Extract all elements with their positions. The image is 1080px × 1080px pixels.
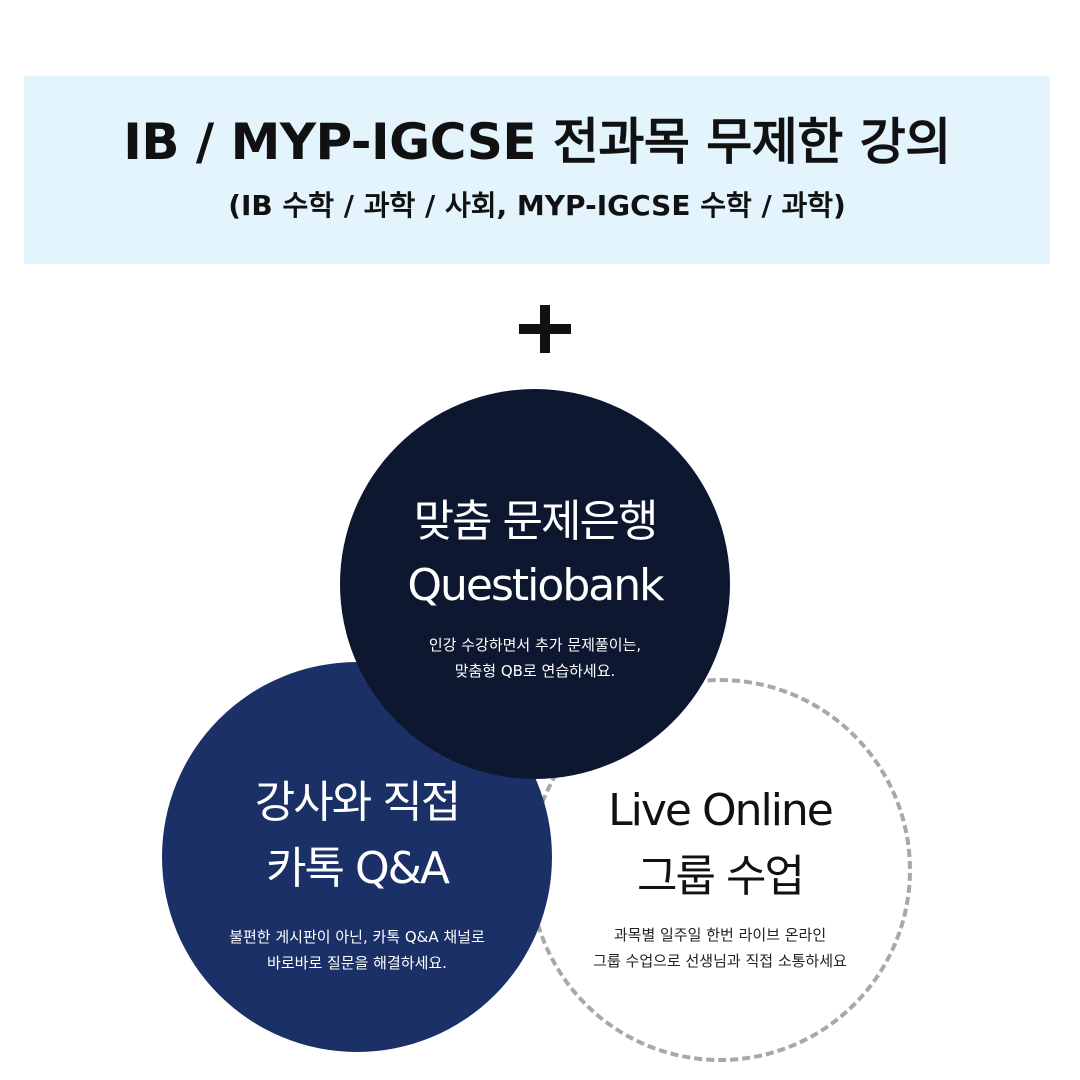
questionbank-desc-line2: 맞춤형 QB로 연습하세요. [454, 662, 616, 680]
questionbank-description: 인강 수강하면서 추가 문제풀이는, 맞춤형 QB로 연습하세요. [340, 632, 730, 684]
kakao-description: 불편한 게시판이 아닌, 카톡 Q&A 채널로 바로바로 질문을 해결하세요. [162, 924, 552, 976]
banner-title: IB / MYP-IGCSE 전과목 무제한 강의 [123, 113, 951, 171]
kakao-title-line2: 카톡 Q&A [266, 843, 450, 894]
feature-circle-live-online: Live Online 그룹 수업 과목별 일주일 한번 라이브 온라인 그룹 … [528, 678, 912, 1062]
live-title-line2: 그룹 수업 [637, 851, 805, 902]
questionbank-desc-line1: 인강 수강하면서 추가 문제풀이는, [428, 636, 642, 654]
title-banner: IB / MYP-IGCSE 전과목 무제한 강의 (IB 수학 / 과학 / … [24, 76, 1050, 264]
kakao-desc-line1: 불편한 게시판이 아닌, 카톡 Q&A 채널로 [229, 928, 485, 946]
questionbank-title-line1: 맞춤 문제은행 [413, 496, 659, 547]
kakao-title-line1: 강사와 직접 [254, 777, 461, 828]
banner-subtitle: (IB 수학 / 과학 / 사회, MYP-IGCSE 수학 / 과학) [228, 189, 846, 222]
live-desc-line2: 그룹 수업으로 선생님과 직접 소통하세요 [593, 952, 847, 970]
live-description: 과목별 일주일 한번 라이브 온라인 그룹 수업으로 선생님과 직접 소통하세요 [532, 922, 908, 974]
questionbank-title-line2: Questiobank [407, 560, 664, 611]
kakao-desc-line2: 바로바로 질문을 해결하세요. [267, 954, 447, 972]
plus-icon [519, 305, 571, 353]
plus-icon-vertical-bar [540, 305, 550, 353]
feature-circle-questionbank: 맞춤 문제은행 Questiobank 인강 수강하면서 추가 문제풀이는, 맞… [340, 389, 730, 779]
live-desc-line1: 과목별 일주일 한번 라이브 온라인 [613, 926, 827, 944]
live-title-line1: Live Online [608, 785, 834, 836]
